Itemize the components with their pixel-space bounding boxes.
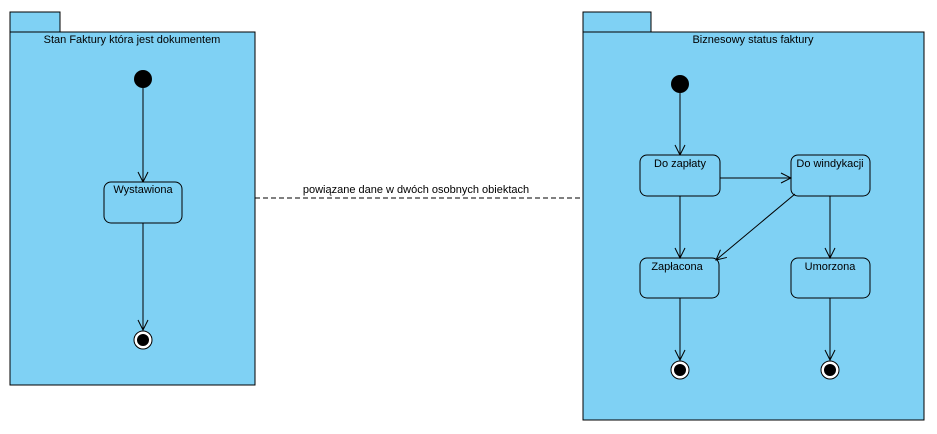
state-wystawiona-label: Wystawiona [113,184,173,196]
transition-do-windykacji-to-zaplacona [716,193,796,260]
left-package-title: Stan Faktury która jest dokumentem [44,34,221,46]
state-wystawiona[interactable]: Wystawiona [103,181,183,224]
left-initial-node [134,70,152,88]
state-zaplacona[interactable]: Zapłacona [639,257,720,299]
state-do-zaplaty-label: Do zapłaty [654,158,706,170]
right-package-body [582,31,925,421]
left-final-node [133,330,153,350]
right-package-tab [582,11,652,33]
right-package-title: Biznesowy status faktury [692,34,814,46]
right-package[interactable]: Biznesowy status faktury [582,11,925,421]
state-do-windykacji[interactable]: Do windykacji [790,154,871,197]
state-umorzona-label: Umorzona [805,261,857,273]
right-final-node-umorzona [820,360,840,380]
right-final-node-zaplacona [670,360,690,380]
right-initial-node [671,75,689,93]
state-zaplacona-label: Zapłacona [651,261,703,273]
state-do-windykacji-label: Do windykacji [796,158,863,170]
connector-label: powiązane dane w dwóch osobnych obiektac… [303,184,529,196]
left-package-tab [9,11,61,33]
state-umorzona[interactable]: Umorzona [790,257,871,299]
state-do-zaplaty[interactable]: Do zapłaty [639,154,721,197]
